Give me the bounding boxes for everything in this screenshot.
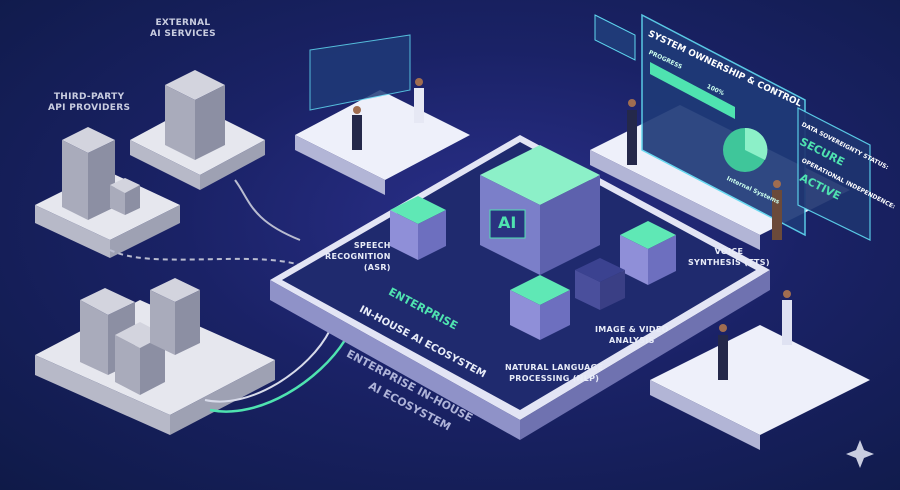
module-cubes — [390, 196, 676, 340]
nlp-line2: PROCESSING (NLP) — [509, 374, 600, 383]
asr-label: SPEECH RECOGNITION (ASR) — [325, 240, 391, 273]
tts-line1: VOICE — [714, 247, 744, 256]
asr-line2: RECOGNITION — [325, 252, 391, 261]
enterprise-buildings — [35, 278, 275, 435]
progress-bar-fill — [650, 62, 735, 119]
thirdparty-line2: API PROVIDERS — [48, 103, 131, 113]
vision-line2: ANALYSIS — [609, 336, 655, 345]
external-ai-services-building — [130, 70, 265, 190]
external-line1: EXTERNAL — [155, 18, 211, 28]
external-line2: AI SERVICES — [150, 29, 216, 39]
asr-line3: (ASR) — [363, 263, 391, 272]
nlp-label: NATURAL LANGUAGE PROCESSING (NLP) — [505, 362, 603, 384]
main-platform — [270, 135, 770, 440]
ai-core-label: AI — [498, 213, 517, 232]
people — [352, 78, 792, 380]
third-party-building — [35, 127, 180, 258]
nlp-line1: NATURAL LANGUAGE — [505, 363, 604, 372]
vision-label: IMAGE & VIDEO ANALYSIS — [595, 324, 669, 346]
sparkle-icon — [846, 440, 874, 468]
thirdparty-line1: THIRD-PARTY — [53, 92, 125, 102]
tts-label: VOICE SYNTHESIS (TTS) — [688, 246, 770, 268]
cable — [234, 179, 301, 241]
vision-line1: IMAGE & VIDEO — [595, 325, 669, 334]
tts-line2: SYNTHESIS (TTS) — [688, 258, 770, 267]
dashboard-screen — [309, 13, 871, 241]
asr-line1: SPEECH — [353, 241, 391, 250]
ai-core-servers — [480, 145, 600, 275]
